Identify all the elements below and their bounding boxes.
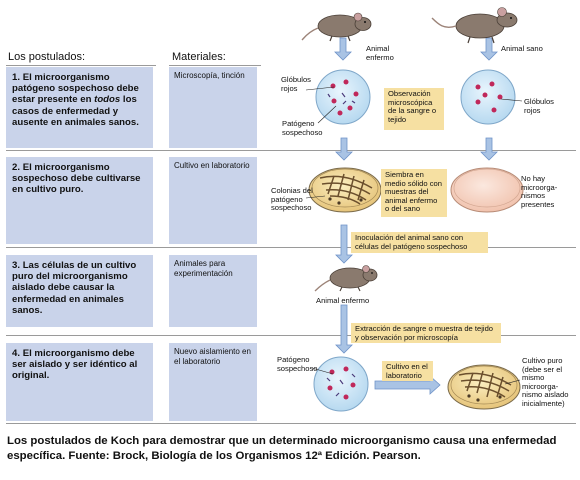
divider	[169, 65, 261, 66]
note-observation: Observación microscópica de la sangre o …	[384, 88, 444, 130]
flow-arrows	[334, 37, 498, 354]
pure-culture-plate	[447, 364, 521, 410]
leader-lines	[305, 86, 523, 124]
material-4: Nuevo aislamiento en el laboratorio	[169, 343, 257, 421]
koch-diagram	[301, 7, 524, 412]
label-red-cells: Glóbulos rojos	[524, 97, 554, 115]
row-divider	[6, 150, 576, 151]
postulate-1-text: 1. El microorganismo patógeno sospechoso…	[12, 72, 139, 128]
culture-plate-healthy	[450, 167, 524, 213]
sick-mouse-icon	[301, 12, 372, 42]
postulates-header: Los postulados:	[8, 51, 86, 63]
label-pure-culture: Cultivo puro (debe ser el mismo microorg…	[522, 356, 569, 408]
postulate-3-text: 3. Las células de un cultivo puro del mi…	[12, 260, 137, 316]
postulate-1: 1. El microorganismo patógeno sospechoso…	[6, 67, 153, 148]
divider	[6, 65, 156, 66]
material-3: Animales para experimentación	[169, 255, 257, 327]
row-divider	[6, 247, 576, 248]
healthy-mouse-icon	[431, 7, 518, 44]
postulate-4-text: 4. El microorganismo debe ser aislado y …	[12, 348, 138, 382]
label-red-cells: Glóbulos rojos	[281, 75, 311, 93]
leader-lines	[311, 367, 521, 385]
note-extraction: Extracción de sangre o muestra de tejido…	[351, 323, 501, 343]
inoculated-mouse-icon	[314, 265, 378, 292]
reisolation-smear-dish	[313, 356, 369, 412]
label-sick-animal: Animal enfermo	[316, 296, 370, 305]
row-divider	[6, 423, 576, 424]
label-suspect-pathogen: Patógeno sospechoso	[277, 355, 318, 373]
material-1: Microscopía, tinción	[169, 67, 257, 148]
culture-plate-sick	[308, 167, 382, 213]
postulate-2: 2. El microorganismo sospechoso debe cul…	[6, 157, 153, 244]
blood-smear-sick-dish	[315, 69, 371, 125]
label-sick-animal: Animal enfermo	[366, 44, 394, 62]
label-colonies: Colonias del patógeno sospechoso	[271, 186, 313, 213]
note-inoculation: Inoculación del animal sano con células …	[351, 232, 488, 253]
leader-lines	[305, 195, 326, 199]
label-no-microorganisms: No hay microorga- nismos presentes	[521, 174, 558, 209]
figure-caption: Los postulados de Koch para demostrar qu…	[7, 435, 557, 462]
materials-header: Materiales:	[172, 51, 226, 63]
postulate-3: 3. Las células de un cultivo puro del mi…	[6, 255, 153, 327]
label-healthy-animal: Animal sano	[501, 44, 543, 53]
label-suspect-pathogen: Patógeno sospechoso	[282, 119, 323, 137]
postulate-4: 4. El microorganismo debe ser aislado y …	[6, 343, 153, 421]
blood-smear-healthy-dish	[460, 69, 516, 125]
note-lab-culture: Cultivo en el laboratorio	[382, 361, 433, 381]
row-divider	[6, 335, 576, 336]
postulate-2-text: 2. El microorganismo sospechoso debe cul…	[12, 162, 141, 196]
material-2: Cultivo en laboratorio	[169, 157, 257, 244]
note-seeding: Siembra en medio sólido con muestras del…	[381, 169, 447, 217]
